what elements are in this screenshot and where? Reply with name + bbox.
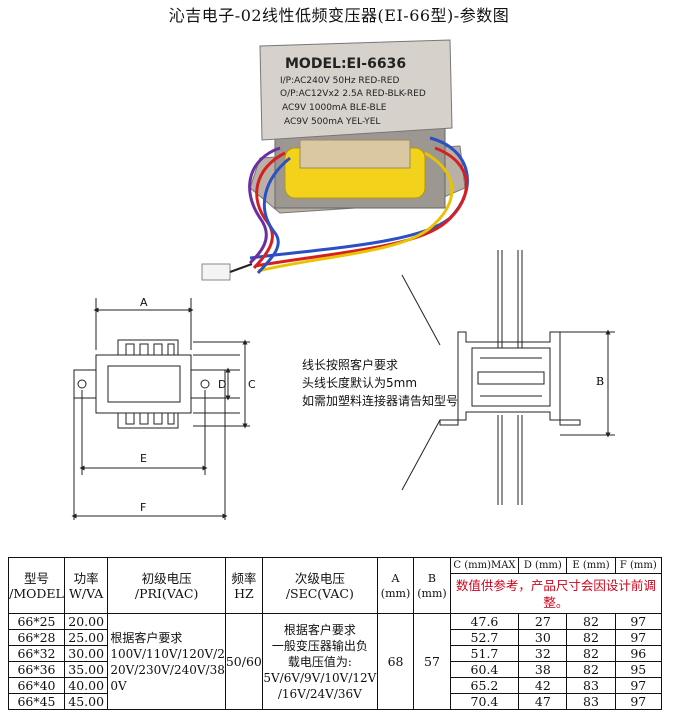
note-line: 头线长度默认为5mm — [302, 376, 418, 390]
cell-model: 66*25 — [8, 613, 65, 630]
dim-label-b: B — [596, 375, 604, 388]
cell-d: 38 — [518, 661, 568, 678]
spec-table: 型号 /MODEL 功率 W/VA 初级电压 /PRI(VAC) 频率 HZ 次… — [8, 557, 663, 710]
cell-c: 51.7 — [449, 645, 520, 662]
cell-f: 96 — [614, 645, 663, 662]
cell-c: 47.6 — [449, 613, 520, 630]
header-a: A (mm) — [376, 557, 415, 614]
cell-pri: 根据客户要求 100V/110V/120V/2 20V/230V/240V/38… — [107, 613, 226, 710]
cell-e: 83 — [566, 693, 616, 710]
cell-power: 30.00 — [63, 645, 109, 662]
cell-model: 66*36 — [8, 661, 65, 678]
cell-c: 60.4 — [449, 661, 520, 678]
cell-f: 97 — [614, 693, 663, 710]
header-sec: 次级电压 /SEC(VAC) — [261, 557, 378, 614]
note-line: 如需加塑料连接器请告知型号 — [302, 394, 459, 408]
cell-model: 66*45 — [8, 693, 65, 710]
dim-label-c: C — [248, 378, 256, 391]
cell-model: 66*40 — [8, 677, 65, 694]
cell-power: 35.00 — [63, 661, 109, 678]
nameplate-line3: AC9V 1000mA BLE-BLE — [282, 103, 387, 113]
dim-label-d: D — [218, 378, 226, 391]
cell-f: 95 — [614, 661, 663, 678]
cell-d: 32 — [518, 645, 568, 662]
cell-power: 45.00 — [63, 693, 109, 710]
cell-d: 47 — [518, 693, 568, 710]
header-power: 功率 W/VA — [63, 557, 109, 614]
header-d: D (mm) — [518, 557, 568, 574]
header-hz: 频率 HZ — [224, 557, 263, 614]
cell-sec: 根据客户要求 一般变压器输出负 载电压值为: 5V/6V/9V/10V/12V … — [261, 613, 378, 710]
cell-e: 83 — [566, 677, 616, 694]
dim-label-a: A — [140, 296, 148, 309]
cell-a: 68 — [376, 613, 415, 710]
cell-e: 82 — [566, 629, 616, 646]
header-f: F (mm) — [614, 557, 663, 574]
note-line: 线长按照客户要求 — [302, 358, 399, 372]
cell-power: 40.00 — [63, 677, 109, 694]
cell-f: 97 — [614, 677, 663, 694]
cell-c: 52.7 — [449, 629, 520, 646]
nameplate-model: MODEL:EI-6636 — [285, 56, 406, 72]
header-c: C (mm)MAX — [449, 557, 520, 574]
cell-e: 82 — [566, 661, 616, 678]
reference-note: 数值供参考，产品尺寸会因设计前调整。 — [449, 573, 663, 614]
cell-model: 66*32 — [8, 645, 65, 662]
nameplate-line4: AC9V 500mA YEL-YEL — [284, 117, 380, 127]
page-title: 沁吉电子-02线性低频变压器(EI-66型)-参数图 — [168, 6, 510, 25]
front-view-drawing: A D C E F — [71, 296, 256, 520]
notes: 线长按照客户要求 头线长度默认为5mm 如需加塑料连接器请告知型号 — [302, 356, 458, 410]
side-view-drawing: B — [401, 250, 615, 505]
cell-c: 65.2 — [449, 677, 520, 694]
cell-f: 97 — [614, 613, 663, 630]
nameplate-line1: I/P:AC240V 50Hz RED-RED — [280, 76, 399, 86]
cell-model: 66*28 — [8, 629, 65, 646]
header-pri: 初级电压 /PRI(VAC) — [107, 557, 226, 614]
cell-power: 25.00 — [63, 629, 109, 646]
cell-e: 82 — [566, 613, 616, 630]
cell-f: 97 — [614, 629, 663, 646]
dim-label-f: F — [140, 501, 146, 514]
cell-e: 82 — [566, 645, 616, 662]
header-b: B (mm) — [413, 557, 451, 614]
cell-power: 20.00 — [63, 613, 109, 630]
cell-b: 57 — [413, 613, 451, 710]
header-model: 型号 /MODEL — [8, 557, 65, 614]
header-e: E (mm) — [566, 557, 616, 574]
dim-label-e: E — [140, 452, 147, 465]
cell-hz: 50/60 — [224, 613, 263, 710]
cell-d: 42 — [518, 677, 568, 694]
nameplate-line2: O/P:AC12Vx2 2.5A RED-BLK-RED — [280, 89, 426, 99]
cell-d: 30 — [518, 629, 568, 646]
cell-d: 27 — [518, 613, 568, 630]
transformer-photo: MODEL:EI-6636 I/P:AC240V 50Hz RED-RED O/… — [201, 39, 469, 281]
cell-c: 70.4 — [449, 693, 520, 710]
